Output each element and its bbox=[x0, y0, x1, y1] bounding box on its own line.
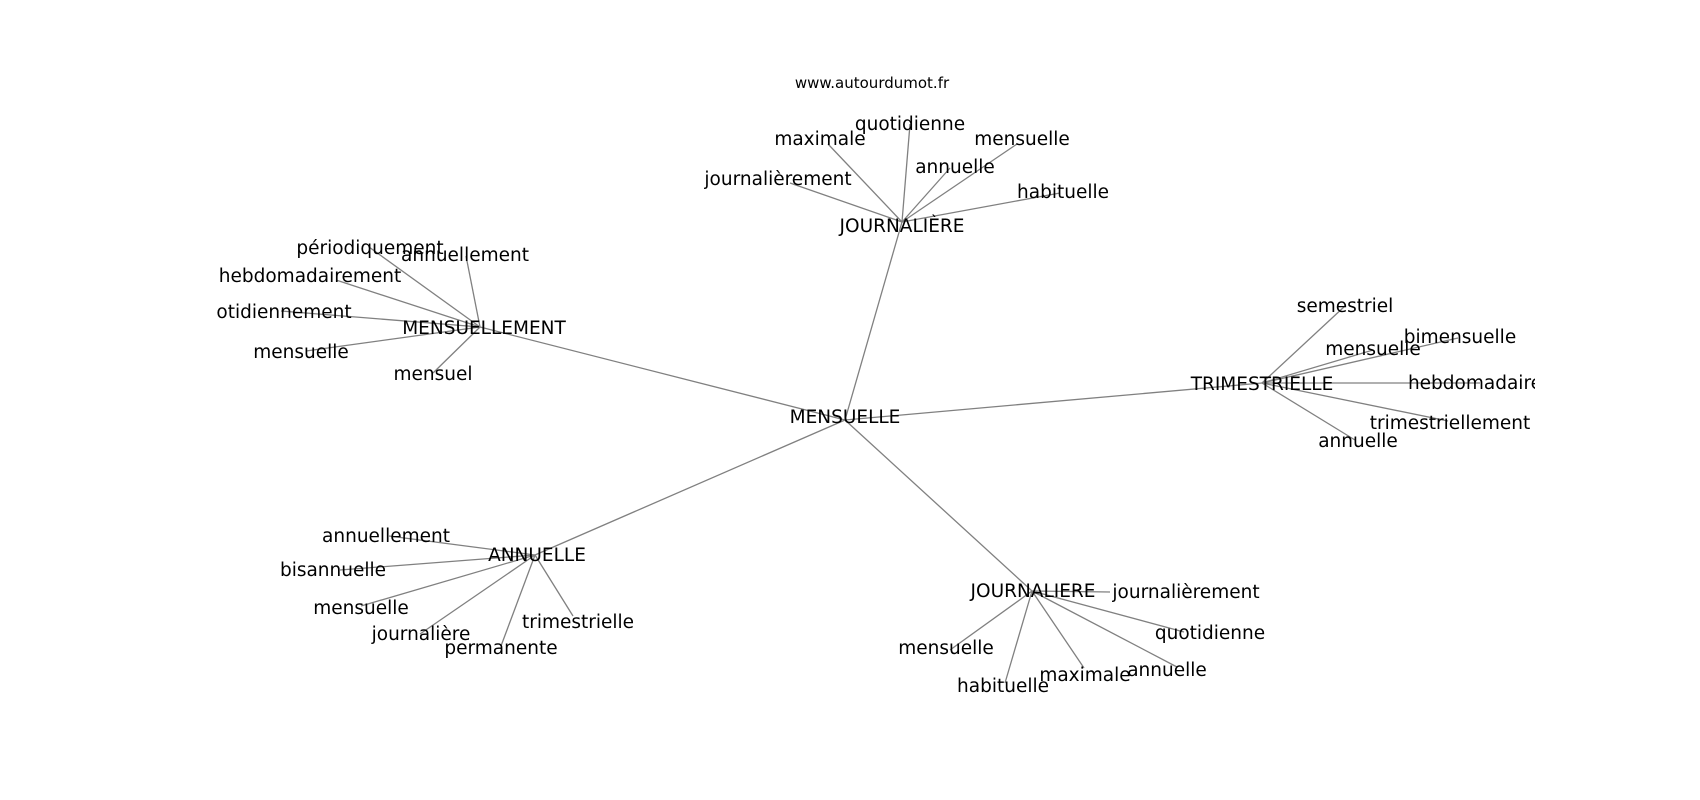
edge-center-trimestrielle bbox=[844, 382, 1263, 421]
leaf-label-trimestrielle-5: annuelle bbox=[1318, 431, 1398, 452]
edge-journaliere-accent-leaf-4 bbox=[789, 182, 903, 223]
edge-annuelle-leaf-5 bbox=[534, 554, 574, 617]
edge-journaliere-leaf-3 bbox=[1004, 590, 1033, 684]
edge-annuelle-leaf-2 bbox=[360, 554, 536, 607]
leaf-label-annuelle-5: trimestrielle bbox=[522, 612, 634, 633]
edges-layer bbox=[280, 123, 1480, 684]
edge-journaliere-leaf-0 bbox=[1031, 590, 1111, 593]
edge-trimestrielle-leaf-5 bbox=[1261, 382, 1356, 441]
edge-trimestrielle-leaf-4 bbox=[1261, 382, 1449, 422]
leaf-label-annuelle-2: mensuelle bbox=[313, 598, 409, 619]
edge-journaliere-accent-leaf-0 bbox=[827, 143, 903, 223]
edge-journaliere-accent-leaf-3 bbox=[901, 167, 951, 223]
leaf-label-mensuellement-2: hebdomadairement bbox=[219, 266, 401, 287]
leaf-label-mensuellement-4: mensuelle bbox=[253, 342, 349, 363]
edge-annuelle-leaf-3 bbox=[419, 554, 536, 635]
leaf-label-journaliere-5: annuelle bbox=[1127, 660, 1207, 681]
edge-trimestrielle-leaf-0 bbox=[1261, 305, 1346, 384]
leaf-label-journaliere-accent-0: maximale bbox=[774, 129, 865, 150]
edge-journaliere-leaf-4 bbox=[1031, 590, 1085, 669]
edge-mensuellement-leaf-1 bbox=[465, 255, 481, 328]
edge-center-annuelle bbox=[534, 419, 846, 556]
edge-trimestrielle-leaf-1 bbox=[1261, 337, 1459, 384]
edge-journaliere-leaf-5 bbox=[1031, 590, 1178, 668]
leaf-label-journaliere-1: quotidienne bbox=[1155, 623, 1265, 644]
leaf-label-journaliere-accent-1: quotidienne bbox=[855, 114, 965, 135]
leaf-label-journaliere-4: maximale bbox=[1039, 665, 1130, 686]
leaf-label-trimestrielle-0: semestriel bbox=[1297, 296, 1394, 317]
leaf-label-journaliere-accent-5: habituelle bbox=[1017, 182, 1109, 203]
hub-label-annuelle: ANNUELLE bbox=[488, 545, 586, 566]
edge-mensuellement-leaf-3 bbox=[280, 310, 481, 328]
leaf-label-annuelle-4: permanente bbox=[444, 638, 557, 659]
edge-trimestrielle-leaf-2 bbox=[1261, 349, 1374, 384]
edge-journaliere-accent-leaf-2 bbox=[901, 143, 1018, 223]
leaf-label-mensuellement-5: mensuel bbox=[393, 364, 472, 385]
leaf-label-annuelle-1: bisannuelle bbox=[280, 560, 386, 581]
leaf-label-annuelle-0: annuellement bbox=[322, 526, 450, 547]
labels-layer: maximalequotidiennemensuelleannuellejour… bbox=[216, 114, 1542, 697]
leaf-label-journaliere-accent-2: mensuelle bbox=[974, 129, 1070, 150]
leaf-label-journaliere-0: journalièrement bbox=[1111, 582, 1259, 603]
leaf-label-journaliere-accent-3: annuelle bbox=[915, 157, 995, 178]
edge-center-journaliere-accent bbox=[844, 221, 903, 421]
leaf-label-journaliere-accent-4: journalièrement bbox=[703, 169, 851, 190]
leaf-label-journaliere-3: habituelle bbox=[957, 676, 1049, 697]
edge-mensuellement-leaf-5 bbox=[432, 326, 481, 374]
edge-center-mensuellement bbox=[479, 326, 846, 421]
hub-label-journaliere-accent: JOURNALIÈRE bbox=[839, 215, 965, 237]
hub-label-trimestrielle: TRIMESTRIELLE bbox=[1190, 374, 1334, 395]
edge-mensuellement-leaf-0 bbox=[368, 246, 481, 328]
watermark-url: www.autourdumot.fr bbox=[795, 74, 950, 92]
leaf-label-mensuellement-0: périodiquement bbox=[296, 238, 443, 259]
edge-annuelle-leaf-0 bbox=[388, 535, 536, 556]
leaf-label-annuelle-3: journalière bbox=[371, 624, 471, 645]
leaf-label-journaliere-2: mensuelle bbox=[898, 638, 994, 659]
leaf-label-trimestrielle-4: trimestriellement bbox=[1370, 413, 1530, 434]
hub-label-mensuellement: MENSUELLEMENT bbox=[402, 318, 566, 339]
leaf-label-trimestrielle-1: bimensuelle bbox=[1404, 327, 1516, 348]
edge-mensuellement-leaf-4 bbox=[305, 326, 481, 352]
hub-label-journaliere: JOURNALIERE bbox=[970, 581, 1096, 602]
leaf-label-mensuellement-3: otidiennement bbox=[216, 302, 351, 323]
leaf-label-trimestrielle-2: mensuelle bbox=[1325, 339, 1421, 360]
edge-journaliere-leaf-2 bbox=[949, 590, 1033, 651]
edge-journaliere-accent-leaf-5 bbox=[901, 192, 1061, 223]
edge-journaliere-accent-leaf-1 bbox=[901, 123, 911, 223]
leaf-label-trimestrielle-3: hebdomadaire bbox=[1408, 373, 1542, 394]
edge-center-journaliere bbox=[844, 419, 1033, 592]
edge-annuelle-leaf-4 bbox=[500, 554, 536, 647]
edge-journaliere-leaf-1 bbox=[1031, 590, 1185, 633]
edge-annuelle-leaf-1 bbox=[339, 554, 536, 571]
leaf-label-mensuellement-1: annuellement bbox=[401, 245, 529, 266]
center-label: MENSUELLE bbox=[790, 407, 901, 428]
edge-mensuellement-leaf-2 bbox=[335, 279, 481, 328]
